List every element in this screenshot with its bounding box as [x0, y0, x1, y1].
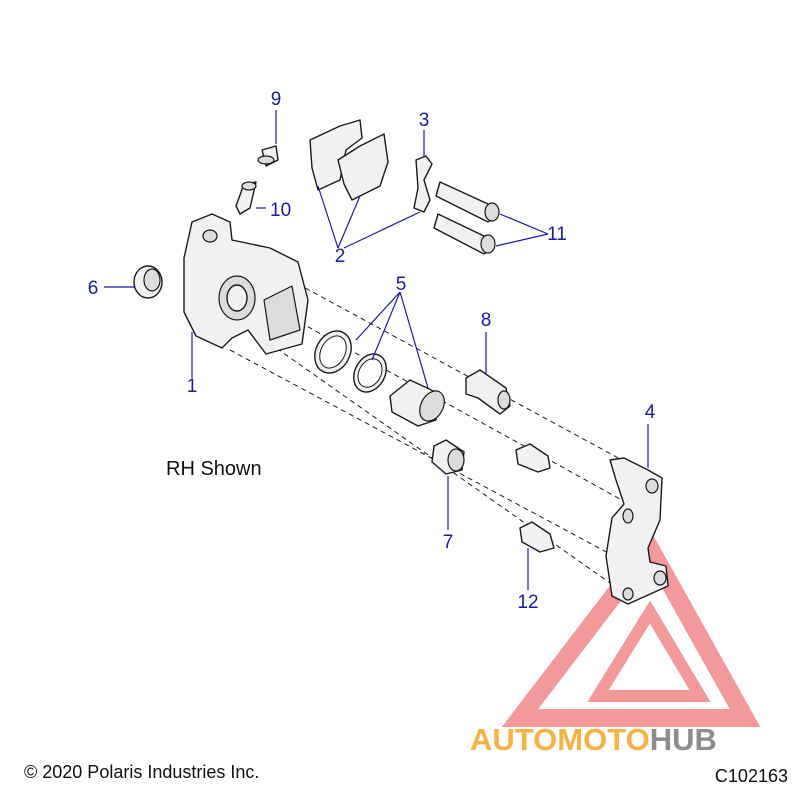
callout-11: 11: [547, 224, 567, 245]
slide-sleeve: [465, 369, 511, 415]
piston-seals: [314, 330, 445, 427]
bushing: [431, 439, 465, 475]
bolt-upper: [515, 443, 551, 473]
view-note: RH Shown: [166, 458, 262, 480]
callout-3: 3: [419, 110, 430, 131]
callout-5: 5: [396, 274, 407, 295]
dust-cap: [133, 265, 163, 299]
bleeder-cap: [257, 145, 279, 167]
callout-9: 9: [271, 89, 282, 110]
callout-6: 6: [88, 278, 99, 299]
callout-1: 1: [187, 376, 198, 397]
callout-12: 12: [517, 592, 538, 613]
watermark-text: AUTOMOTOHUB: [470, 722, 717, 757]
drawing-code: C102163: [714, 766, 788, 786]
watermark-logo: [501, 531, 761, 727]
callout-4: 4: [645, 402, 656, 423]
callout-8: 8: [481, 310, 492, 331]
caliper-bracket: [605, 457, 669, 605]
callout-2: 2: [335, 246, 346, 267]
bleeder-valve: [235, 181, 257, 215]
pad-clip: [413, 155, 433, 213]
callout-7: 7: [443, 532, 454, 553]
callout-numbers: 9 10 2 3 11 5 6 1 8 7 4 12: [88, 89, 656, 613]
brake-pads: [309, 119, 389, 201]
callout-10: 10: [270, 200, 291, 221]
leader-lines: [104, 110, 649, 590]
bolt-12: [519, 521, 555, 553]
copyright-text: © 2020 Polaris Industries Inc.: [24, 762, 260, 782]
caliper-body: [183, 213, 309, 355]
guide-pins: [433, 181, 500, 255]
